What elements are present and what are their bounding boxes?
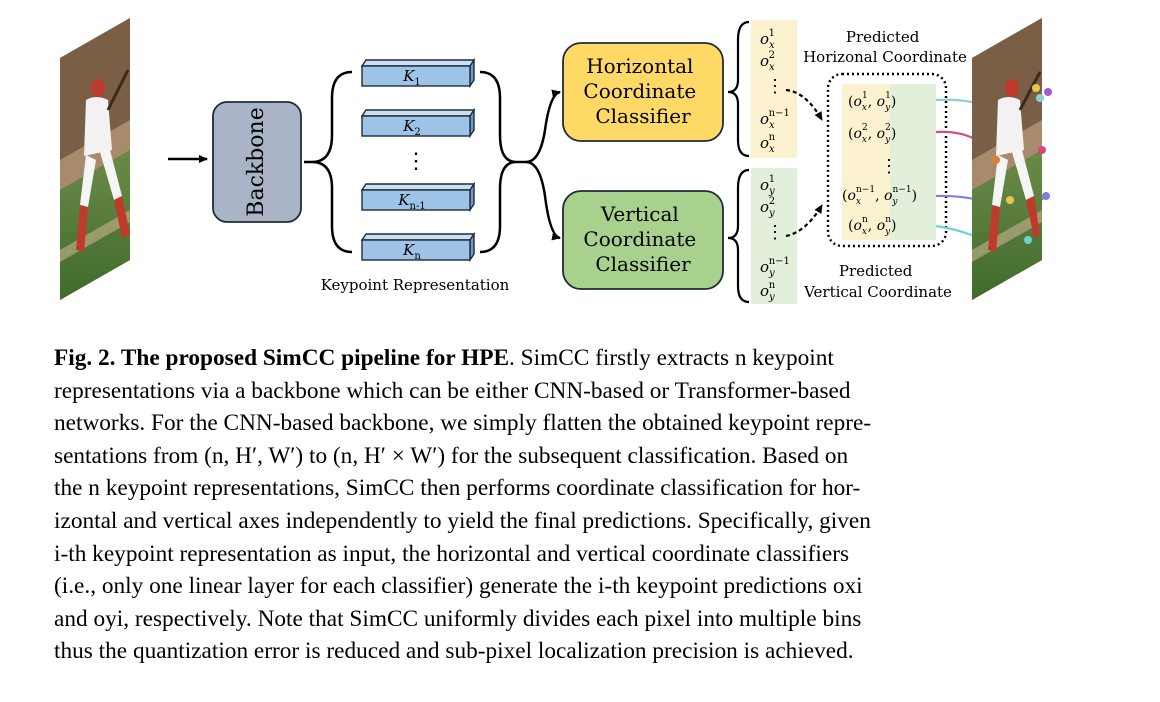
arrow-to-horizontal-classifier	[525, 89, 561, 164]
svg-text:Horizontal Coordinate: Horizontal Coordinate Classifier	[583, 54, 702, 128]
horizontal-classifier-block	[562, 42, 724, 142]
backbone-label: Backbone	[244, 107, 269, 216]
svg-text:K2: K2	[402, 117, 421, 138]
caption-line-2: representations via a backbone which can…	[54, 377, 851, 404]
keypoint-block-n-1: Kn-1	[360, 181, 476, 213]
prediction-y-band	[890, 84, 936, 240]
predicted-horizontal-line1: Predicted	[846, 28, 920, 46]
horizontal-classifier-line1: Horizontal	[586, 54, 693, 78]
svg-text:K1: K1	[402, 67, 421, 88]
x-output-column	[751, 20, 797, 158]
svg-text:Predicted Vertical Coordin: Predicted Vertical Coordinate	[803, 262, 952, 301]
caption-line-5: the n keypoint representations, SimCC th…	[54, 475, 861, 502]
horizontal-classifier-line3: Classifier	[595, 104, 691, 128]
caption-line-6: izontal and vertical axes independently …	[54, 507, 871, 534]
prediction-box	[826, 72, 948, 248]
y-to-prediction-arrow	[785, 204, 823, 238]
simcc-pipeline-diagram: Backbone K1 K2 ⋮ Kn-1 Kn Keypoint Repres…	[60, 18, 1052, 304]
vertical-classifier-block	[562, 190, 724, 290]
svg-text:Predicted Horizonal Coordi: Predicted Horizonal Coordinate	[803, 28, 967, 66]
prediction-ellipsis: ⋮	[880, 156, 898, 177]
x-output-1: ox1	[760, 28, 775, 51]
y-output-n: oyn	[760, 280, 776, 303]
prediction-pair-1: (ox1, oy1)	[848, 91, 896, 113]
keypoints-to-classifiers-brace	[479, 70, 526, 254]
vertical-classifier-line1: Vertical	[600, 202, 679, 226]
predicted-horizontal-line2: Horizonal Coordinate	[803, 48, 967, 66]
x-output-2: ox2	[760, 50, 775, 73]
caption-line-4: sentations from (n, H′, W′) to (n, H′ × …	[54, 442, 849, 469]
prediction-x-band	[842, 84, 890, 240]
vertical-classifier-line2: Coordinate	[583, 227, 696, 251]
keypoint-ellipsis: ⋮	[405, 149, 427, 174]
x-output-brace	[727, 20, 750, 158]
backbone-to-keypoints-brace	[304, 70, 353, 254]
y-output-2: oy2	[760, 196, 775, 219]
keypoint-block-n: Kn	[360, 231, 476, 263]
x-output-n-1: oxn−1	[760, 108, 790, 131]
output-image	[972, 18, 1052, 300]
caption-line-8: (i.e., only one linear layer for each cl…	[54, 573, 863, 600]
x-output-n: oxn	[760, 132, 776, 155]
svg-text:Kn-1: Kn-1	[397, 191, 425, 212]
y-output-1: oy1	[760, 174, 775, 197]
figure-caption: Fig. 2. The proposed SimCC pipeline for …	[54, 342, 1114, 668]
prediction-pair-2: (ox2, oy2)	[848, 123, 896, 145]
caption-line-3: networks. For the CNN-based backbone, we…	[54, 410, 872, 437]
keypoint-representation-label: Keypoint Representation	[321, 276, 510, 294]
svg-text:Kn: Kn	[402, 241, 421, 262]
caption-line-7: i-th keypoint representation as input, t…	[54, 540, 850, 567]
caption-line-9: and oyi, respectively. Note that SimCC u…	[54, 605, 862, 632]
caption-line-10: thus the quantization error is reduced a…	[54, 638, 854, 665]
arrow-to-vertical-classifier	[525, 160, 561, 241]
keypoint-block-1: K1	[360, 57, 476, 89]
caption-line-1: . SimCC firstly extracts n keypoint	[509, 345, 834, 371]
horizontal-classifier-line2: Coordinate	[583, 79, 696, 103]
keypoint-block-2: K2	[360, 107, 476, 139]
x-to-prediction-arrow	[785, 88, 823, 121]
svg-text:Vertical Coordinate Cl: Vertical Coordinate Classifier	[583, 202, 702, 276]
prediction-pair-n: (oxn, oyn)	[848, 215, 896, 237]
predicted-vertical-line2: Vertical Coordinate	[803, 283, 952, 301]
x-output-ellipsis: ⋮	[766, 76, 784, 97]
input-image	[60, 18, 130, 300]
vertical-classifier-line3: Classifier	[595, 252, 691, 276]
caption-lead: Fig. 2. The proposed SimCC pipeline for …	[54, 345, 509, 371]
y-output-n-1: oyn−1	[760, 256, 790, 279]
predicted-vertical-line1: Predicted	[839, 262, 913, 280]
backbone-block	[212, 101, 302, 223]
y-output-ellipsis: ⋮	[766, 222, 784, 243]
y-output-brace	[727, 168, 750, 304]
